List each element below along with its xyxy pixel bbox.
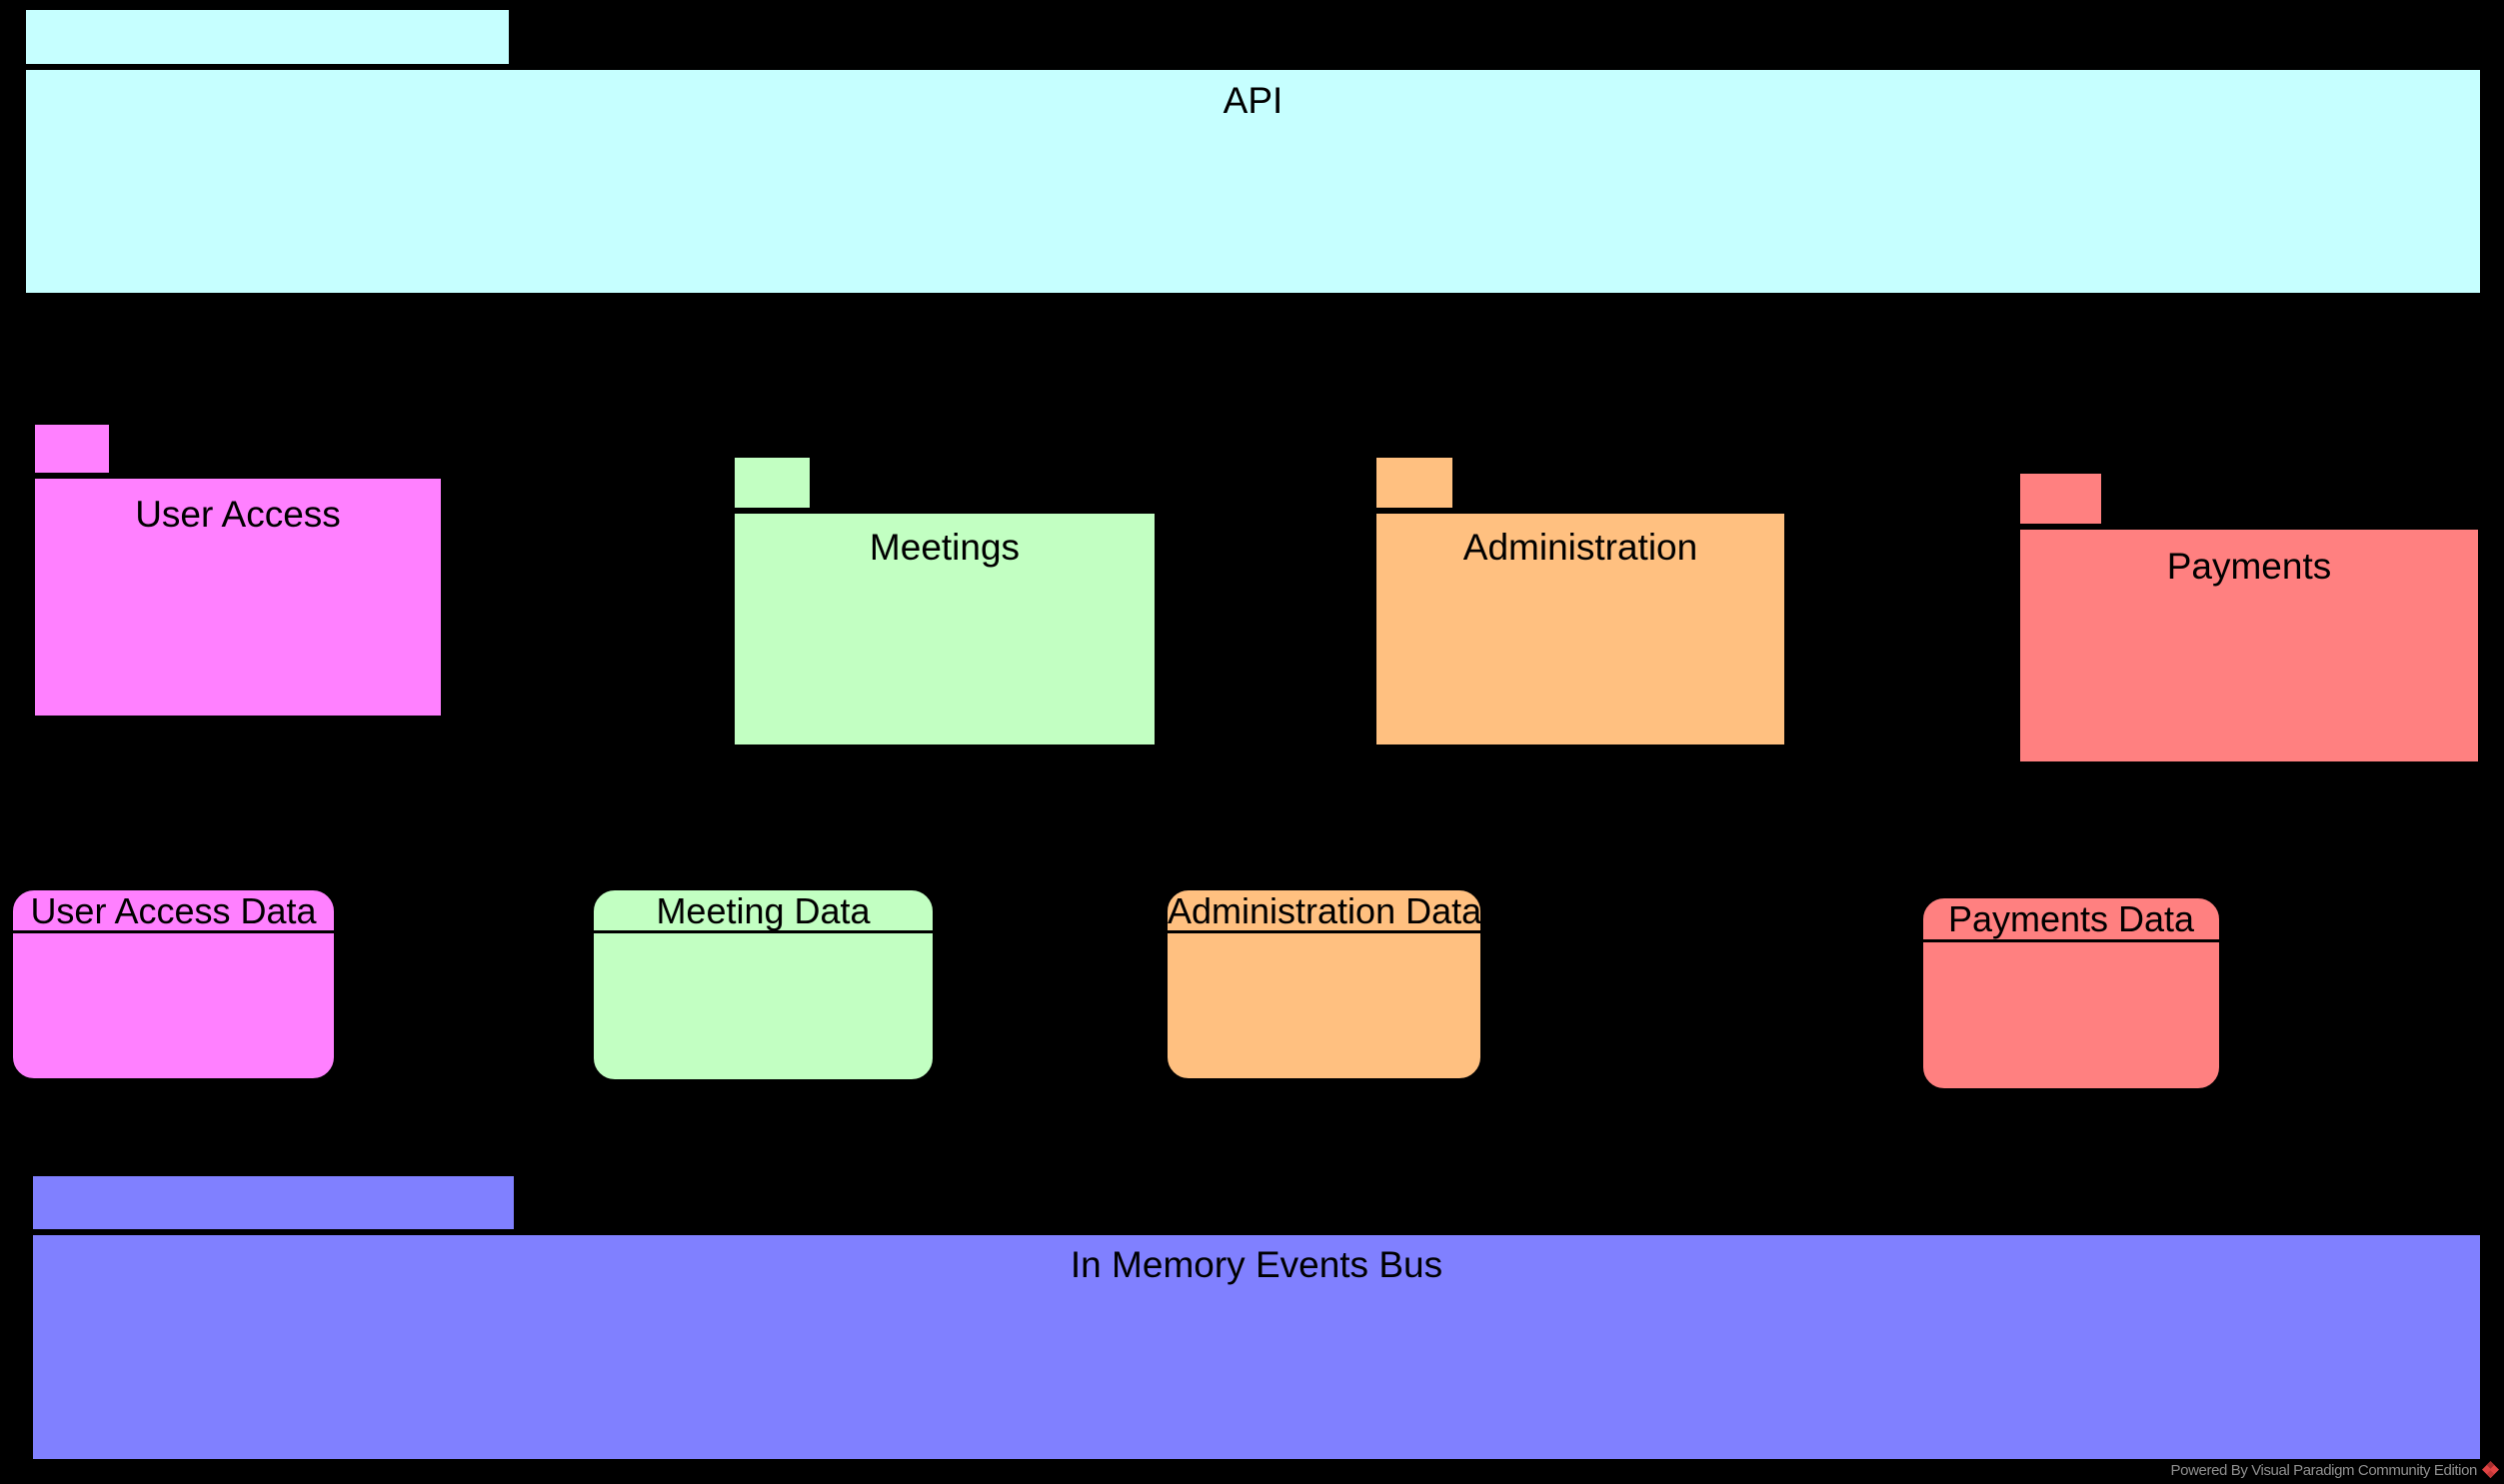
datastore-meeting-data-header: Meeting Data bbox=[594, 890, 933, 933]
datastore-user-access-data: User Access Data bbox=[10, 887, 337, 1081]
visual-paradigm-logo-icon bbox=[2482, 1461, 2499, 1479]
datastore-user-access-data-header: User Access Data bbox=[13, 890, 334, 933]
datastore-administration-data-header: Administration Data bbox=[1168, 890, 1482, 933]
package-user-access: User Access bbox=[32, 476, 444, 719]
package-meetings-tab bbox=[732, 455, 813, 511]
datastore-payments-data-label: Payments Data bbox=[1947, 898, 2195, 939]
datastore-administration-data: Administration Data bbox=[1165, 887, 1483, 1081]
watermark-text: Powered By Visual Paradigm Community Edi… bbox=[2170, 1461, 2478, 1479]
package-administration: Administration bbox=[1373, 511, 1787, 747]
package-administration-tab bbox=[1373, 455, 1455, 511]
datastore-administration-data-label: Administration Data bbox=[1168, 890, 1482, 931]
datastore-meeting-data-label: Meeting Data bbox=[656, 890, 871, 931]
package-payments-tab bbox=[2017, 471, 2104, 527]
watermark: Powered By Visual Paradigm Community Edi… bbox=[2171, 1461, 2499, 1479]
package-meetings: Meetings bbox=[732, 511, 1158, 747]
package-api: API bbox=[23, 67, 2483, 296]
package-user-access-tab bbox=[32, 422, 112, 476]
package-user-access-label: User Access bbox=[135, 494, 341, 535]
package-events-bus-tab bbox=[30, 1173, 517, 1232]
package-events-bus-label: In Memory Events Bus bbox=[1070, 1244, 1443, 1285]
package-events-bus: In Memory Events Bus bbox=[30, 1232, 2483, 1462]
datastore-meeting-data: Meeting Data bbox=[591, 887, 936, 1082]
package-api-label: API bbox=[1223, 80, 1283, 121]
package-payments-label: Payments bbox=[2166, 546, 2332, 587]
package-api-tab bbox=[23, 7, 512, 67]
datastore-payments-data-header: Payments Data bbox=[1923, 898, 2219, 942]
datastore-user-access-data-label: User Access Data bbox=[30, 890, 317, 931]
package-administration-label: Administration bbox=[1462, 527, 1698, 568]
package-meetings-label: Meetings bbox=[869, 527, 1021, 568]
package-payments: Payments bbox=[2017, 527, 2481, 764]
datastore-payments-data: Payments Data bbox=[1920, 895, 2222, 1091]
